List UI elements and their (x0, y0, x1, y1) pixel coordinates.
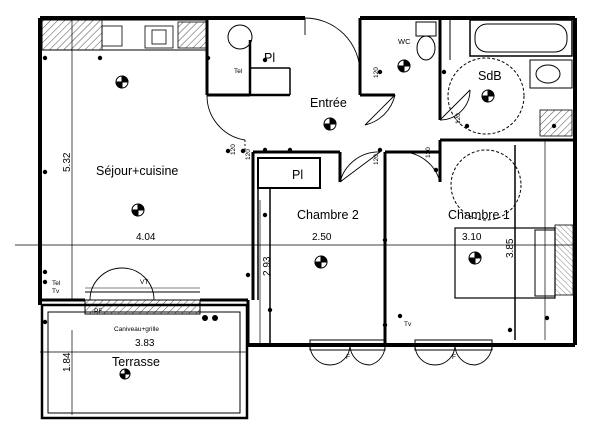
light-icon (115, 75, 129, 89)
annotation-socket: 120 (455, 113, 462, 124)
annotation-socket: 120 (373, 67, 380, 78)
annotation-pf: PF (94, 308, 102, 315)
annotation-f-chambre1: F (452, 354, 456, 361)
light-icon (481, 89, 495, 103)
exterior-walls (38, 16, 577, 420)
outlet-dots (42, 55, 557, 333)
annotation-caniveau: Caniveau+grille (114, 326, 159, 333)
light-icon (323, 117, 337, 131)
annotation-socket: 120 (230, 144, 237, 155)
dim-chambre2-height: 2.93 (262, 256, 273, 276)
light-icon (119, 368, 131, 380)
annotation-tv: Tv (52, 288, 60, 295)
annotation-socket: 120 (245, 149, 252, 160)
room-label-chambre2: Chambre 2 (297, 208, 359, 222)
light-icon (397, 59, 411, 73)
caniveau (84, 287, 201, 315)
dim-chambre2-width: 2.50 (312, 232, 332, 243)
dim-terrasse-width: 3.83 (135, 338, 155, 349)
annotation-f-chambre2: F (346, 354, 350, 361)
room-label-placard-2: Pl (292, 168, 303, 182)
room-label-sejour: Séjour+cuisine (96, 164, 178, 178)
room-label-placard-1: Pl (264, 51, 275, 65)
dim-chambre1-width: 3.10 (462, 232, 482, 243)
room-label-chambre1: Chambre 1 (448, 208, 510, 222)
doors (89, 17, 493, 366)
dim-terrasse-height: 1.84 (62, 352, 73, 372)
dim-sejour-height: 5.32 (62, 152, 73, 172)
interior-walls (41, 18, 575, 345)
dimension-lines (15, 18, 575, 415)
room-label-entree: Entrée (310, 96, 347, 110)
annotation-socket: 120 (373, 154, 380, 165)
dim-chambre1-height: 3.85 (505, 238, 516, 258)
room-label-wc: WC (398, 37, 411, 46)
bedroom-windows (309, 339, 493, 351)
light-icon (468, 251, 482, 265)
annotation-socket: 120 (425, 147, 432, 158)
light-icon (314, 255, 328, 269)
annotation-tv-2: Tv (404, 321, 412, 328)
light-fixtures (115, 59, 495, 380)
annotation-tel-2: Tel (234, 68, 243, 75)
room-label-terrasse: Terrasse (112, 355, 160, 369)
annotation-tel: Tel (52, 280, 61, 287)
dim-sejour-width: 4.04 (136, 232, 156, 243)
light-icon (131, 203, 145, 217)
room-label-sdb: SdB (478, 69, 502, 83)
annotation-vr: VT (140, 279, 148, 286)
